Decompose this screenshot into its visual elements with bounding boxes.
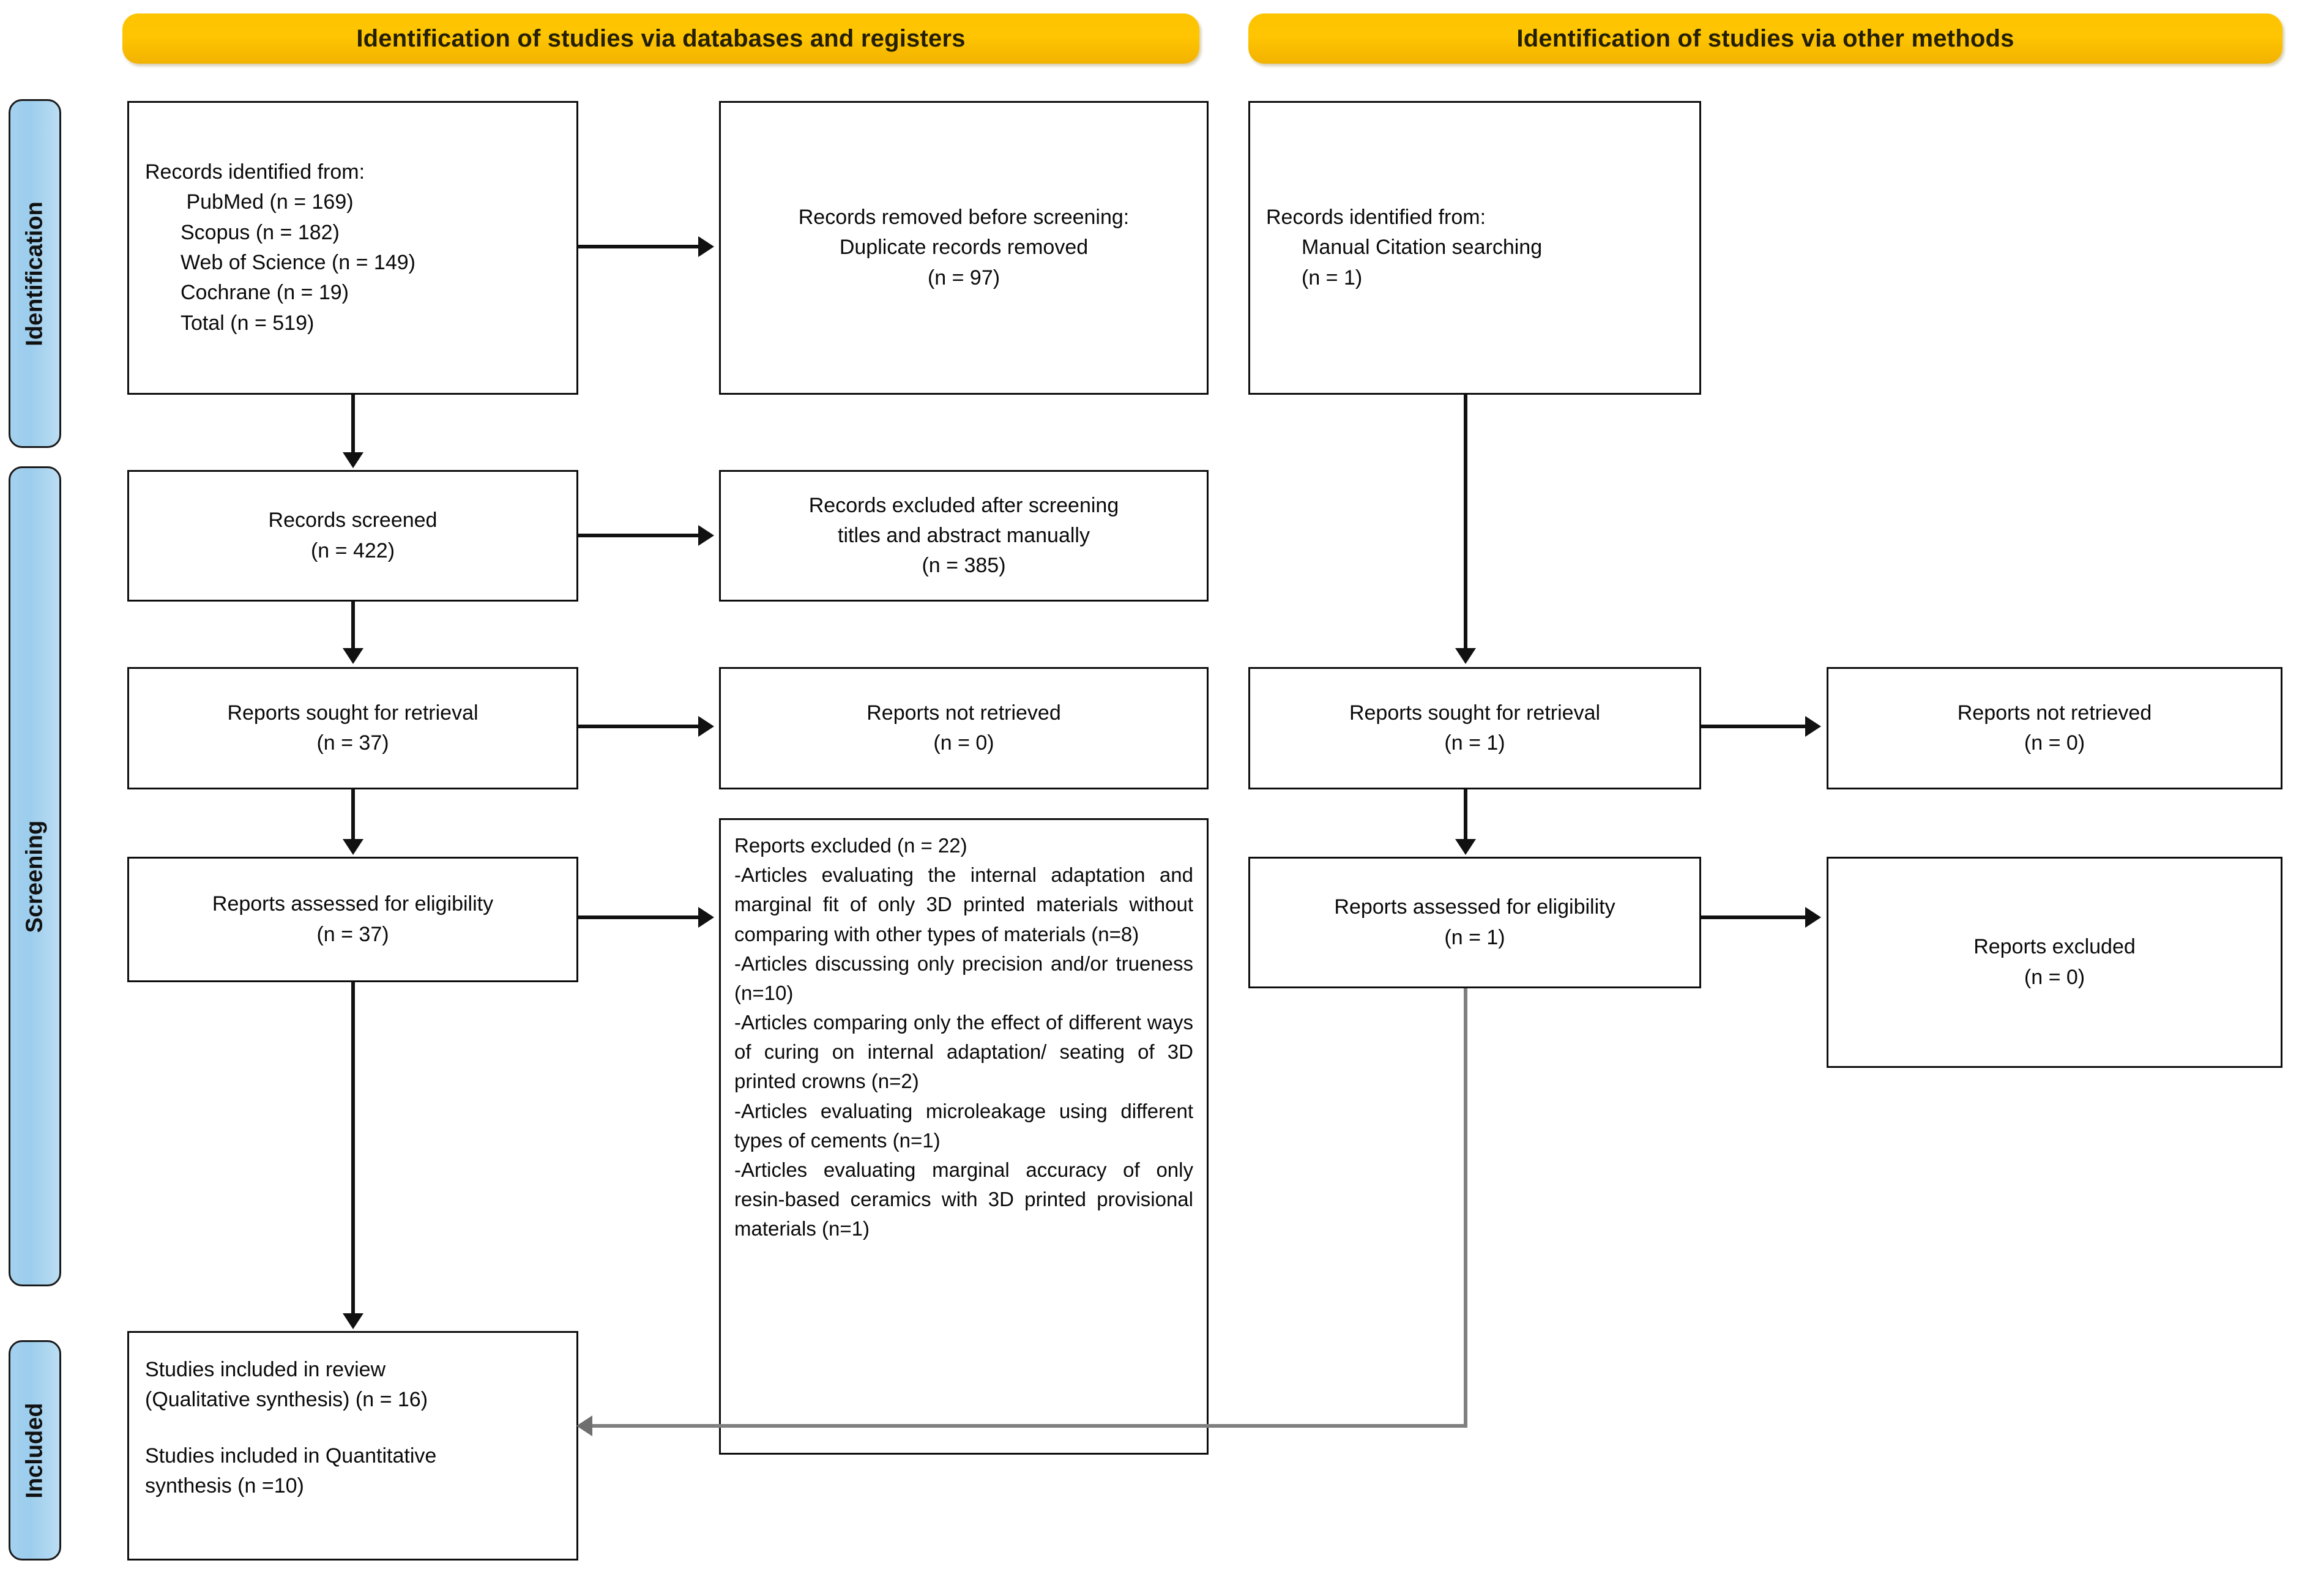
box-studies-included: Studies included in review (Qualitative … [127, 1331, 578, 1561]
records-excluded-line1: Records excluded after screening [808, 493, 1119, 517]
box-records-identified-databases: Records identified from: PubMed (n = 169… [127, 101, 578, 395]
arrowhead-screened-to-sought [343, 648, 363, 664]
records-excluded-count: (n = 385) [922, 554, 1006, 578]
reports-not-retrieved-left-line1: Reports not retrieved [866, 701, 1061, 725]
arrowhead-identified-other-to-sought [1455, 648, 1476, 664]
box-records-removed-before-screening: Records removed before screening: Duplic… [719, 101, 1209, 395]
reports-assessed-left-line1: Reports assessed for eligibility [212, 892, 494, 916]
records-identified-other-source: Manual Citation searching [1302, 236, 1543, 259]
source-web-of-science: Web of Science (n = 149) [181, 251, 415, 274]
records-identified-title: Records identified from: [145, 160, 365, 184]
connector-assessed-to-excluded-left [578, 915, 698, 919]
reports-sought-right-line1: Reports sought for retrieval [1349, 701, 1601, 725]
phase-bar-identification: Identification [9, 99, 61, 448]
records-excluded-line2: titles and abstract manually [838, 523, 1090, 547]
records-removed-count: (n = 97) [927, 266, 1000, 289]
source-total: Total (n = 519) [181, 311, 315, 335]
box-records-excluded-after-screening: Records excluded after screening titles … [719, 470, 1209, 602]
reports-assessed-right-count: (n = 1) [1444, 925, 1505, 949]
exclusion-reason-1: -Articles evaluating the internal adapta… [734, 863, 1193, 945]
phase-bar-screening: Screening [9, 466, 61, 1286]
connector-assessed-to-excluded-right [1701, 915, 1805, 919]
banner-databases-registers: Identification of studies via databases … [122, 13, 1199, 64]
phase-bar-included-label: Included [21, 1402, 48, 1499]
arrowhead-right-to-included [576, 1415, 592, 1436]
box-records-screened: Records screened (n = 422) [127, 470, 578, 602]
connector-sought-to-assessed-left [351, 789, 355, 841]
connector-sought-to-not-retrieved-right [1701, 725, 1805, 728]
connector-identified-to-removed [578, 245, 698, 248]
connector-right-to-included-vertical [1464, 988, 1467, 1428]
records-identified-other-title: Records identified from: [1266, 206, 1486, 229]
reports-not-retrieved-right-count: (n = 0) [2024, 731, 2085, 755]
banner-other-methods: Identification of studies via other meth… [1248, 13, 2282, 64]
phase-bar-identification-label: Identification [21, 201, 48, 346]
connector-sought-to-not-retrieved-left [578, 725, 698, 728]
connector-identified-other-to-sought [1464, 395, 1467, 651]
arrowhead-sought-to-not-retrieved-left [698, 716, 714, 737]
studies-included-spacer [145, 1415, 561, 1441]
connector-screened-to-excluded [578, 534, 698, 537]
connector-sought-to-assessed-right [1464, 789, 1467, 841]
exclusion-reason-4: -Articles evaluating microleakage using … [734, 1099, 1193, 1152]
box-reports-sought-right: Reports sought for retrieval (n = 1) [1248, 667, 1701, 789]
arrowhead-sought-to-assessed-left [343, 839, 363, 855]
connector-assessed-to-included [351, 982, 355, 1316]
reports-excluded-right-count: (n = 0) [2024, 965, 2085, 989]
studies-included-line2: (Qualitative synthesis) (n = 16) [145, 1388, 428, 1412]
source-scopus: Scopus (n = 182) [181, 220, 340, 244]
source-cochrane: Cochrane (n = 19) [181, 281, 349, 305]
arrowhead-identified-to-screened [343, 452, 363, 468]
arrowhead-assessed-to-excluded-right [1805, 907, 1821, 928]
box-records-identified-other: Records identified from: Manual Citation… [1248, 101, 1701, 395]
connector-right-to-included-horizontal [592, 1424, 1467, 1428]
arrowhead-assessed-to-excluded-left [698, 907, 714, 928]
studies-included-line4: synthesis (n =10) [145, 1474, 304, 1497]
exclusion-reason-2: -Articles discussing only precision and/… [734, 952, 1193, 1004]
studies-included-line1: Studies included in review [145, 1358, 386, 1381]
exclusion-reason-3: -Articles comparing only the effect of d… [734, 1011, 1193, 1093]
reports-assessed-right-line1: Reports assessed for eligibility [1334, 895, 1615, 919]
exclusion-reason-5: -Articles evaluating marginal accuracy o… [734, 1158, 1193, 1240]
box-reports-sought-left: Reports sought for retrieval (n = 37) [127, 667, 578, 789]
reports-excluded-heading: Reports excluded (n = 22) [734, 834, 967, 857]
records-screened-count: (n = 422) [310, 539, 395, 562]
arrowhead-assessed-to-included [343, 1313, 363, 1329]
box-reports-assessed-left: Reports assessed for eligibility (n = 37… [127, 857, 578, 982]
box-reports-excluded-right: Reports excluded (n = 0) [1827, 857, 2282, 1068]
box-reports-assessed-right: Reports assessed for eligibility (n = 1) [1248, 857, 1701, 988]
reports-not-retrieved-right-line1: Reports not retrieved [1957, 701, 2152, 725]
reports-sought-left-line1: Reports sought for retrieval [227, 701, 479, 725]
phase-bar-included: Included [9, 1340, 61, 1561]
box-reports-not-retrieved-right: Reports not retrieved (n = 0) [1827, 667, 2282, 789]
arrowhead-identified-to-removed [698, 236, 714, 257]
phase-bar-screening-label: Screening [21, 820, 48, 933]
arrowhead-screened-to-excluded [698, 525, 714, 546]
records-identified-other-count: (n = 1) [1302, 266, 1363, 289]
connector-screened-to-sought [351, 602, 355, 651]
arrowhead-sought-to-assessed-right [1455, 839, 1476, 855]
banner-other-methods-label: Identification of studies via other meth… [1516, 24, 2014, 52]
records-screened-line1: Records screened [268, 509, 438, 532]
records-removed-line1: Records removed before screening: [798, 206, 1130, 229]
studies-included-line3: Studies included in Quantitative [145, 1444, 437, 1467]
arrowhead-sought-to-not-retrieved-right [1805, 716, 1821, 737]
reports-assessed-left-count: (n = 37) [316, 922, 389, 946]
reports-sought-left-count: (n = 37) [316, 731, 389, 755]
banner-databases-registers-label: Identification of studies via databases … [356, 24, 966, 52]
reports-not-retrieved-left-count: (n = 0) [933, 731, 994, 755]
records-removed-line2: Duplicate records removed [839, 236, 1089, 259]
reports-excluded-right-line1: Reports excluded [1973, 935, 2136, 959]
connector-identified-to-screened [351, 395, 355, 455]
reports-sought-right-count: (n = 1) [1444, 731, 1505, 755]
box-reports-excluded-reasons: Reports excluded (n = 22) -Articles eval… [719, 818, 1209, 1455]
source-pubmed: PubMed (n = 169) [186, 190, 354, 214]
box-reports-not-retrieved-left: Reports not retrieved (n = 0) [719, 667, 1209, 789]
